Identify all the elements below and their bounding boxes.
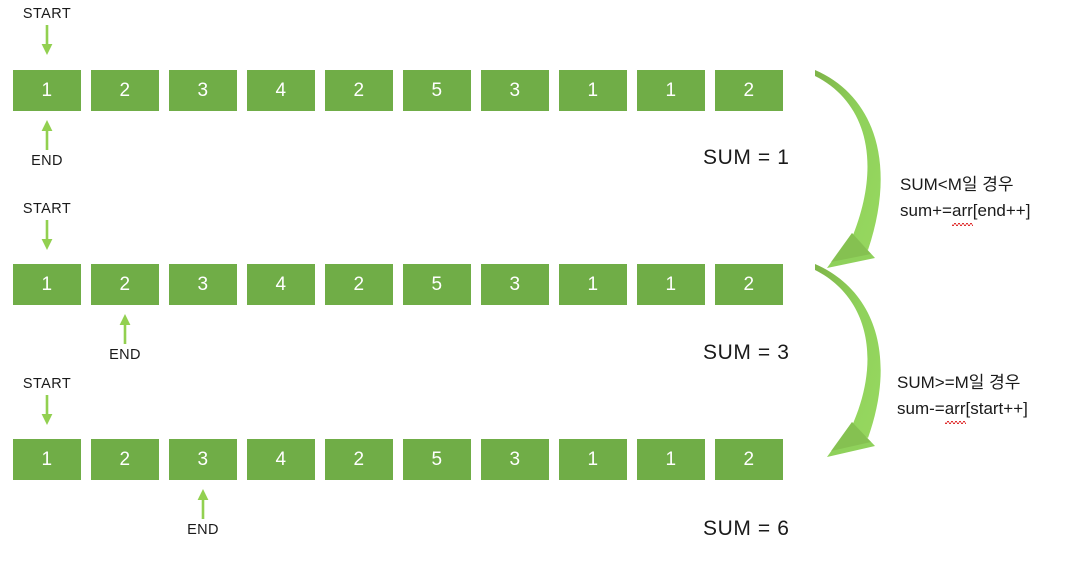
row-3-cell-0[interactable]: 1 [13, 439, 81, 480]
row-1-start-pointer: START [0, 5, 107, 57]
row-1-end-label: END [31, 153, 63, 169]
row-3-cell-9[interactable]: 2 [715, 439, 783, 480]
row-2-cell-9[interactable]: 2 [715, 264, 783, 305]
note-sum-less-than-m: SUM<M일 경우 sum+=arr[end++] [900, 172, 1031, 226]
row-1-cell-4[interactable]: 2 [325, 70, 393, 111]
row-1-cell-2[interactable]: 3 [169, 70, 237, 111]
row-3-cell-2[interactable]: 3 [169, 439, 237, 480]
row-3-cell-5[interactable]: 5 [403, 439, 471, 480]
curve-arrow-top [815, 70, 881, 268]
row-3-cell-8[interactable]: 1 [637, 439, 705, 480]
row-1-sum: SUM = 1 [703, 146, 790, 169]
row-2-cell-8[interactable]: 1 [637, 264, 705, 305]
row-3-start-pointer: START [0, 375, 107, 427]
row-3-end-pointer: END [143, 487, 263, 539]
row-3-cell-7[interactable]: 1 [559, 439, 627, 480]
row-2-end-pointer: END [65, 312, 185, 364]
row-1-end-pointer: END [0, 118, 107, 170]
note-2-prefix: sum-= [897, 399, 945, 418]
row-2-start-pointer: START [0, 200, 107, 252]
row-1-cell-0[interactable]: 1 [13, 70, 81, 111]
row-3-sum: SUM = 6 [703, 517, 790, 540]
note-1-prefix: sum+= [900, 201, 952, 220]
arrow-down-icon [41, 395, 53, 425]
note-2-suffix: [start++] [965, 399, 1028, 418]
row-2-start-label: START [22, 201, 72, 217]
row-1-cell-5[interactable]: 5 [403, 70, 471, 111]
row-1-cell-3[interactable]: 4 [247, 70, 315, 111]
curve-arrow-bottom [815, 264, 881, 457]
row-1-cell-8[interactable]: 1 [637, 70, 705, 111]
row-2-cell-6[interactable]: 3 [481, 264, 549, 305]
row-1-array: 1 2 3 4 2 5 3 1 1 2 [13, 70, 797, 111]
row-2-sum: SUM = 3 [703, 341, 790, 364]
row-2-cell-5[interactable]: 5 [403, 264, 471, 305]
row-3-cell-3[interactable]: 4 [247, 439, 315, 480]
row-2-cell-0[interactable]: 1 [13, 264, 81, 305]
row-1-cell-6[interactable]: 3 [481, 70, 549, 111]
note-sum-ge-m: SUM>=M일 경우 sum-=arr[start++] [897, 370, 1028, 424]
arrow-down-icon [41, 25, 53, 55]
row-1-start-label: START [22, 6, 72, 22]
arrow-down-icon [41, 220, 53, 250]
row-3-cell-6[interactable]: 3 [481, 439, 549, 480]
note-1-line-2: sum+=arr[end++] [900, 198, 1031, 226]
arrow-up-icon [197, 489, 209, 519]
row-2-end-label: END [109, 347, 141, 363]
row-3-cell-4[interactable]: 2 [325, 439, 393, 480]
note-2-line-1: SUM>=M일 경우 [897, 373, 1021, 392]
row-3-start-label: START [22, 376, 72, 392]
row-2-cell-1[interactable]: 2 [91, 264, 159, 305]
row-2-array: 1 2 3 4 2 5 3 1 1 2 [13, 264, 797, 305]
arrow-up-icon [41, 120, 53, 150]
arrow-up-icon [119, 314, 131, 344]
note-2-misspelled-word: arr [944, 396, 966, 424]
note-2-line-2: sum-=arr[start++] [897, 396, 1028, 424]
note-1-suffix: [end++] [972, 201, 1031, 220]
row-1-cell-9[interactable]: 2 [715, 70, 783, 111]
row-2-cell-4[interactable]: 2 [325, 264, 393, 305]
row-2-cell-7[interactable]: 1 [559, 264, 627, 305]
note-1-line-1: SUM<M일 경우 [900, 175, 1014, 194]
row-2-cell-2[interactable]: 3 [169, 264, 237, 305]
row-2-cell-3[interactable]: 4 [247, 264, 315, 305]
row-3-end-label: END [187, 522, 219, 538]
row-1-cell-7[interactable]: 1 [559, 70, 627, 111]
row-3-cell-1[interactable]: 2 [91, 439, 159, 480]
row-3-array: 1 2 3 4 2 5 3 1 1 2 [13, 439, 797, 480]
row-1-cell-1[interactable]: 2 [91, 70, 159, 111]
note-1-misspelled-word: arr [951, 198, 973, 226]
